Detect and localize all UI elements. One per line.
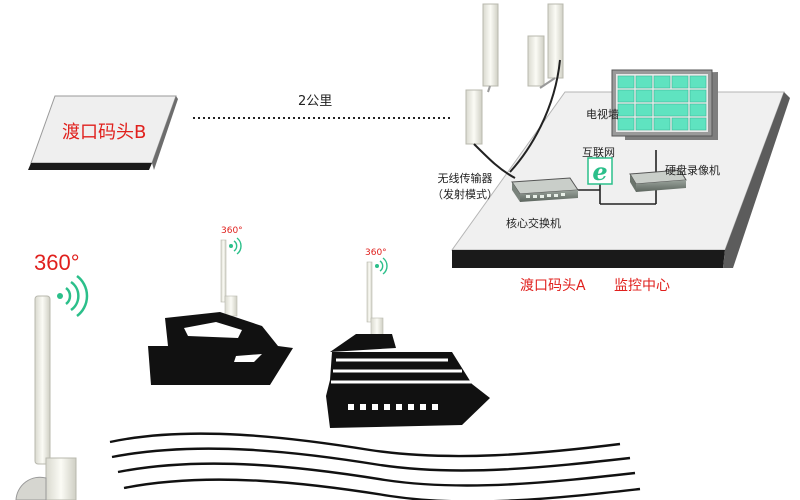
video-wall-icon (611, 69, 718, 140)
internet-label: 互联网 (582, 146, 615, 159)
water-waves-icon (109, 432, 641, 500)
core-switch-label: 核心交换机 (506, 217, 561, 230)
svg-text:e: e (592, 157, 607, 186)
monitor-center-label: 监控中心 (614, 278, 670, 294)
omni-antenna-icon (15, 295, 77, 500)
antenna-cables (473, 59, 561, 179)
pier-b-platform (28, 95, 178, 170)
transmitter-label: 无线传输器 （发射模式） (420, 170, 510, 202)
yacht-icon (148, 239, 293, 385)
dvr-label: 硬盘录像机 (665, 164, 720, 177)
transmitter-label-line1: 无线传输器 (437, 172, 493, 185)
transmitter-label-line2: （发射模式） (432, 188, 498, 201)
deg360-yacht-label: 360° (221, 226, 243, 236)
network-switch-icon (511, 177, 579, 202)
panel-antenna-icon (465, 3, 564, 145)
pier-a-label: 渡口码头A (520, 278, 586, 294)
tv-wall-label: 电视墙 (586, 108, 619, 121)
wifi-signal-icon (229, 237, 388, 275)
cruise-ship-icon (326, 261, 490, 428)
wifi-signal-icon-large (57, 275, 89, 317)
dvr-device-icon (629, 169, 687, 192)
pier-b-label: 渡口码头B (62, 122, 147, 143)
network-lines (576, 150, 657, 205)
deg360-large-label: 360° (34, 250, 80, 275)
distance-label: 2公里 (298, 94, 333, 109)
internet-explorer-icon: e (587, 157, 613, 186)
deg360-cruise-label: 360° (365, 248, 387, 258)
